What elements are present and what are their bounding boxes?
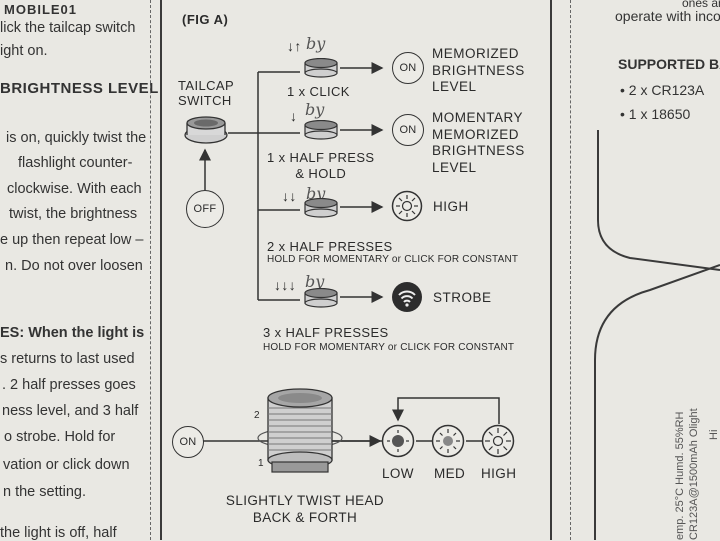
high-brightness-icon (391, 190, 423, 222)
on-result-circle-1: ON (392, 52, 424, 84)
twist-label-line-2: BACK & FORTH (252, 510, 358, 525)
desc-line: LEVEL (432, 79, 477, 94)
press-label-2: 1 x HALF PRESS & HOLD (267, 150, 374, 182)
figure-title: (FIG A) (182, 12, 229, 27)
on-result-label-1: ON (399, 62, 417, 74)
figure-connectors (199, 62, 500, 447)
left-line: . 2 half presses goes (2, 377, 136, 393)
twist-on-circle: ON (172, 426, 204, 458)
left-line: ight on. (0, 43, 48, 59)
button-press-icon-1 (304, 58, 338, 78)
tailcap-switch-icon (184, 116, 228, 144)
watermark-logo: MOBILE01 (4, 2, 77, 17)
left-line: twist, the brightness (9, 206, 138, 222)
vertical-spec-1: emp. 25°C Humd. 55%RH (674, 411, 686, 540)
column-divider-left (160, 0, 162, 540)
level-label-low: LOW (382, 466, 414, 481)
off-circle: OFF (186, 190, 224, 228)
left-text-column: lick the tailcap switch ight on. BRIGHTN… (0, 0, 158, 541)
handwritten-note-1: by (306, 34, 326, 53)
left-line: vation or click down (3, 457, 130, 473)
right-top-line-2: operate with incorrec (615, 8, 720, 24)
twist-label-line-1: SLIGHTLY TWIST HEAD (225, 493, 385, 508)
med-level-icon (431, 424, 465, 458)
result-desc-1: MEMORIZED BRIGHTNESS LEVEL (432, 46, 525, 96)
press-arrows-3: ↓↓ (282, 188, 297, 204)
on-result-label-2: ON (399, 124, 417, 136)
button-press-icon-3 (304, 198, 338, 218)
desc-line: BRIGHTNESS (432, 62, 525, 78)
left-line: o strobe. Hold for (4, 429, 116, 445)
low-level-icon (381, 424, 415, 458)
press-sub-3: HOLD FOR MOMENTARY or CLICK FOR CONSTANT (267, 254, 519, 265)
left-line: s returns to last used (0, 351, 135, 367)
button-press-icon-2 (304, 120, 338, 140)
column-divider-right (550, 0, 552, 540)
press-arrows-1: ↓↑ (287, 38, 302, 54)
battery-item-2: • 1 x 18650 (620, 106, 691, 122)
desc-line: MEMORIZED (432, 126, 519, 142)
head-num-2: 2 (254, 410, 260, 421)
result-desc-4: STROBE (433, 290, 492, 305)
button-press-icon-4 (304, 288, 338, 308)
press-label-1: 1 x CLICK (287, 84, 350, 99)
left-line: e up then repeat low – (0, 232, 144, 248)
left-line: is on, quickly twist the (6, 130, 147, 146)
press-label-4: 3 x HALF PRESSES (263, 325, 389, 340)
press-arrows-2: ↓ (290, 108, 298, 124)
tailcap-label-line-1: TAILCAP (178, 78, 235, 93)
fold-line-right (570, 0, 571, 540)
head-num-1: 1 (258, 458, 264, 469)
press-label-2-line-2: & HOLD (295, 166, 347, 181)
press-label-2-line-1: 1 x HALF PRESS (267, 150, 375, 165)
press-sub-4: HOLD FOR MOMENTARY or CLICK FOR CONSTANT (263, 342, 515, 353)
desc-line: BRIGHTNESS (432, 143, 525, 158)
left-line: flashlight counter- (18, 155, 133, 171)
tailcap-label-line-2: SWITCH (178, 93, 232, 108)
desc-line: MOMENTARY (432, 110, 524, 125)
watermark-text: MOBILE01 (4, 2, 78, 17)
battery-item-1: • 2 x CR123A (620, 82, 705, 98)
twist-on-label: ON (179, 436, 197, 448)
strobe-icon (392, 282, 422, 312)
press-arrows-4: ↓↓↓ (274, 277, 297, 293)
left-line: n. Do not over loosen (5, 258, 143, 274)
right-column: ones are operate with incorrec SUPPORTED… (590, 0, 720, 540)
left-line: ES: When the light is (0, 325, 145, 341)
desc-line: LEVEL (432, 159, 477, 175)
left-line: clockwise. With each (7, 181, 142, 197)
desc-line: MEMORIZED (432, 46, 519, 61)
vertical-spec-3: Hi (708, 429, 720, 440)
level-label-high: HIGH (481, 466, 517, 481)
vertical-spec-2: CR123A@1500mAh Olight (688, 408, 700, 540)
section-heading-line: ES: When the light is (0, 325, 144, 341)
tailcap-label: TAILCAP SWITCH (178, 78, 234, 108)
on-result-circle-2: ON (392, 114, 424, 146)
off-label: OFF (193, 203, 217, 215)
handwritten-note-2: by (305, 100, 325, 119)
flashlight-head-icon (257, 388, 343, 473)
right-top-line-1: ones are (682, 0, 720, 10)
fold-line-left (150, 0, 151, 540)
left-line: ness level, and 3 half (2, 403, 139, 419)
supported-batteries-heading: SUPPORTED BATT (618, 56, 720, 72)
section-heading: BRIGHTNESS LEVEL (0, 80, 159, 97)
twist-instruction: SLIGHTLY TWIST HEAD BACK & FORTH (220, 492, 390, 526)
left-line: n the setting. (3, 484, 87, 500)
left-line: lick the tailcap switch (0, 20, 136, 36)
press-label-3: 2 x HALF PRESSES (267, 239, 393, 254)
result-desc-3: HIGH (433, 199, 469, 214)
high-level-icon (481, 424, 515, 458)
right-panel-outline (594, 130, 720, 540)
level-label-med: MED (434, 466, 466, 481)
handwritten-note-4: by (305, 272, 325, 291)
result-desc-2: MOMENTARY MEMORIZED BRIGHTNESS LEVEL (432, 110, 525, 176)
left-line: the light is off, half (0, 525, 117, 541)
